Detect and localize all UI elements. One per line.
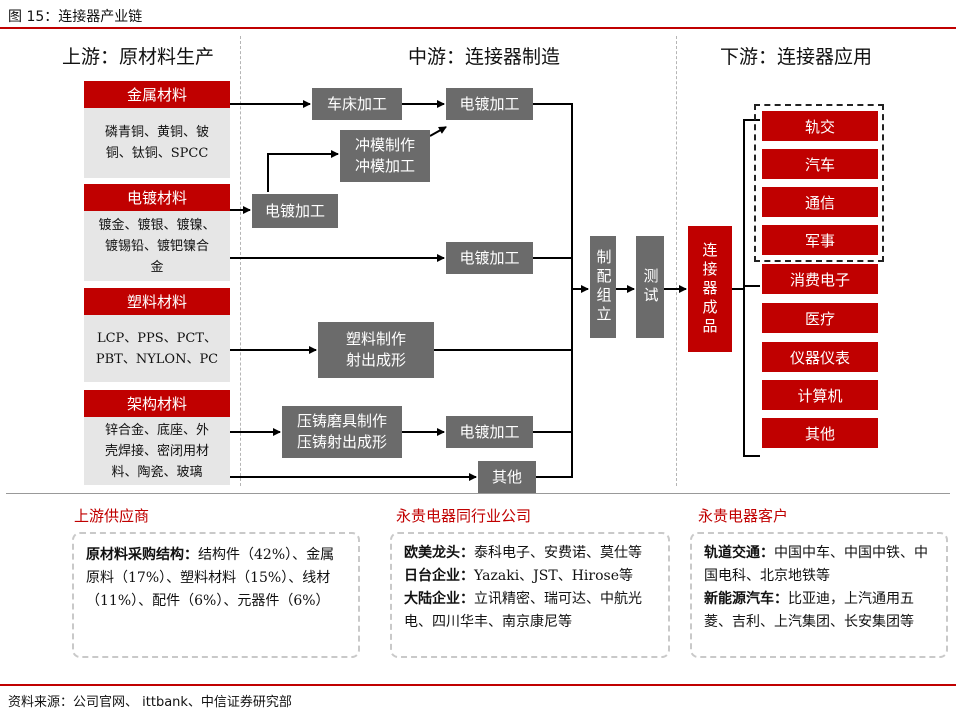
process-stamping: 冲模制作 冲模加工 (340, 130, 430, 182)
app-instruments: 仪器仪表 (762, 342, 878, 372)
app-rail: 轨交 (762, 111, 878, 141)
material-item: LCP、PPS、PCT、 (96, 330, 218, 346)
material-frame-items: 锌合金、底座、外 壳焊接、密闭用材 料、陶瓷、玻璃 (84, 417, 230, 485)
source-note: 资料来源：公司官网、 ittbank、中信证券研究部 (8, 695, 292, 710)
app-consumer-electronics: 消费电子 (762, 264, 878, 294)
box-key: 原材料采购结构： (86, 547, 198, 563)
upstream-header: 上游：原材料生产 (62, 46, 215, 68)
customers-box: 轨道交通：中国中车、中国中铁、中国电科、北京地铁等 新能源汽车：比亚迪，上汽通用… (690, 532, 948, 658)
material-item: 磷青铜、黄铜、铍 (104, 125, 209, 140)
process-line: 测试 (641, 268, 660, 306)
box-text: 结构件（42%）、金属原料（17%）、塑料材料（15%）、线材（11%）、配件（… (86, 547, 335, 609)
peer-row: 日台企业：Yazaki、JST、Hirose等 (404, 565, 656, 588)
material-item: 料、陶瓷、玻璃 (111, 464, 203, 480)
process-line: 制配组立 (594, 249, 613, 325)
box-text: 中国中车、中国中铁、中国电科、北京地铁等 (704, 545, 928, 584)
process-plastic: 塑料制作 射出成形 (318, 322, 434, 378)
process-plating-left: 电镀加工 (252, 194, 338, 228)
process-diecast: 压铸磨具制作 压铸射出成形 (282, 406, 402, 458)
box-key: 欧美龙头： (404, 545, 474, 561)
process-plating-mid: 电镀加工 (446, 242, 533, 274)
material-plastic-items: LCP、PPS、PCT、 PBT、NYLON、PC (84, 315, 230, 382)
app-auto: 汽车 (762, 149, 878, 179)
bottom-rule (0, 684, 956, 686)
material-item: 金 (150, 259, 164, 275)
connector-product: 连接器成品 (688, 226, 732, 352)
divider-left (240, 36, 241, 486)
process-line: 塑料制作 (345, 330, 406, 348)
customers-label: 永贵电器客户 (698, 507, 789, 525)
top-rule (0, 27, 956, 29)
box-key: 轨道交通： (704, 545, 774, 561)
process-line: 压铸射出成形 (296, 433, 387, 451)
figure-title: 图 15：连接器产业链 (8, 9, 143, 25)
process-assembly: 制配组立 (590, 236, 616, 338)
app-other: 其他 (762, 418, 878, 448)
material-item: PBT、NYLON、PC (95, 351, 219, 367)
peers-box: 欧美龙头：泰科电子、安费诺、莫仕等 日台企业：Yazaki、JST、Hirose… (390, 532, 670, 658)
material-metal-items: 磷青铜、黄铜、铍 铜、钛铜、SPCC (84, 108, 230, 178)
material-item: 镀锡铅、镀钯镍合 (104, 238, 209, 254)
app-computer: 计算机 (762, 380, 878, 410)
process-line: 冲模加工 (354, 157, 415, 175)
material-plating-items: 镀金、镀银、镀镍、 镀锡铅、镀钯镍合 金 (84, 211, 230, 281)
peers-label: 永贵电器同行业公司 (396, 507, 532, 525)
process-other: 其他 (478, 461, 536, 493)
process-lathe: 车床加工 (312, 88, 402, 120)
section-rule (6, 493, 950, 494)
process-line: 压铸磨具制作 (296, 412, 387, 430)
app-medical: 医疗 (762, 303, 878, 333)
box-text: 比亚迪，上汽通用五菱、吉利、上汽集团、长安集团等 (704, 591, 914, 630)
material-item: 锌合金、底座、外 (104, 422, 209, 438)
box-key: 新能源汽车： (704, 591, 788, 607)
material-item: 壳焊接、密闭用材 (104, 443, 209, 459)
key-apps-frame (754, 104, 884, 262)
customer-row: 轨道交通：中国中车、中国中铁、中国电科、北京地铁等 (704, 542, 934, 588)
process-line: 射出成形 (345, 351, 406, 369)
app-telecom: 通信 (762, 187, 878, 217)
upstream-suppliers-label: 上游供应商 (74, 507, 150, 525)
process-line: 连接器成品 (700, 241, 719, 337)
material-frame-title: 架构材料 (84, 390, 230, 417)
process-plating-top: 电镀加工 (446, 88, 533, 120)
peer-row: 欧美龙头：泰科电子、安费诺、莫仕等 (404, 542, 656, 565)
material-metal-title: 金属材料 (84, 81, 230, 108)
customer-row: 新能源汽车：比亚迪，上汽通用五菱、吉利、上汽集团、长安集团等 (704, 588, 934, 634)
process-line: 冲模制作 (354, 136, 415, 154)
box-text: 立讯精密、瑞可达、中航光电、四川华丰、南京康尼等 (404, 591, 642, 630)
upstream-suppliers-box: 原材料采购结构：结构件（42%）、金属原料（17%）、塑料材料（15%）、线材（… (72, 532, 360, 658)
midstream-header: 中游：连接器制造 (408, 46, 561, 68)
material-item: 镀金、镀银、镀镍、 (98, 217, 216, 233)
downstream-header: 下游：连接器应用 (720, 46, 873, 68)
material-item: 铜、钛铜、SPCC (105, 146, 209, 161)
material-plastic-title: 塑料材料 (84, 288, 230, 315)
box-text: 泰科电子、安费诺、莫仕等 (474, 545, 642, 561)
material-plating-title: 电镀材料 (84, 184, 230, 211)
peer-row: 大陆企业：立讯精密、瑞可达、中航光电、四川华丰、南京康尼等 (404, 588, 656, 634)
box-key: 大陆企业： (404, 591, 474, 607)
divider-right (676, 36, 677, 486)
app-military: 军事 (762, 225, 878, 255)
process-plating-low: 电镀加工 (446, 416, 533, 448)
box-key: 日台企业： (404, 568, 474, 584)
process-test: 测试 (636, 236, 664, 338)
box-text: Yazaki、JST、Hirose等 (474, 568, 634, 584)
